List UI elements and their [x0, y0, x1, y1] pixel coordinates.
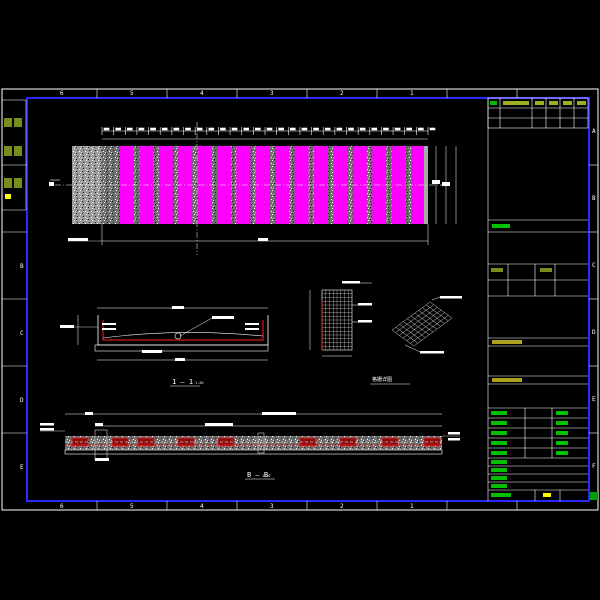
dim-text: [289, 127, 296, 131]
dim-text: [418, 127, 424, 131]
iso-line: [399, 307, 438, 336]
section-bb-scale: 1:20: [262, 474, 270, 478]
dim-text: [406, 127, 413, 131]
dim-text: [185, 127, 191, 131]
section-aa: 1 — 1 1:20: [60, 306, 269, 387]
grid-label-right: A: [592, 128, 596, 135]
plan-view: [49, 122, 457, 255]
dim-text: [266, 127, 273, 131]
iso-line: [406, 312, 445, 341]
grid-label-left: D: [20, 397, 24, 404]
stamp: [14, 178, 22, 188]
iso-line: [402, 309, 442, 339]
dim-text: [126, 127, 133, 131]
dim-text: [138, 127, 145, 131]
dim-text: [243, 127, 250, 131]
dim-text: [324, 127, 331, 131]
plan-bar: [275, 146, 290, 224]
dim-text: [348, 127, 354, 131]
grid-label-bottom: 1: [410, 503, 414, 510]
dim-text: [231, 127, 238, 131]
detail-mesh: 格栅详图: [309, 281, 462, 385]
top-dim-ticks: [101, 127, 436, 135]
stamp: [4, 118, 12, 127]
plan-bar: [333, 146, 348, 224]
dim-text: [173, 127, 180, 131]
grid-label-right: F: [592, 463, 596, 470]
dim-text: [359, 127, 366, 131]
plan-bar: [178, 146, 193, 224]
stamp: [4, 178, 12, 188]
dim-text: [301, 127, 308, 131]
left-stamp-strip: [1, 99, 27, 211]
dim-text: [161, 127, 168, 131]
stamp: [4, 146, 12, 156]
detail-mesh-title: 格栅详图: [372, 376, 392, 383]
plan-bar: [352, 146, 367, 224]
grid-label-bottom: 2: [340, 503, 344, 510]
grid-label-bottom: 6: [60, 503, 64, 510]
grid-label-top: 1: [410, 90, 414, 97]
grid-label-left: C: [20, 330, 24, 337]
grid-labels-right: A B C D E F: [592, 128, 596, 470]
dim-text: [196, 127, 203, 131]
grid-labels-top: 6 5 4 3 2 1: [60, 90, 414, 97]
dim-text: [371, 127, 378, 131]
dim-text: [150, 127, 156, 131]
dim-text: [313, 127, 319, 131]
dim-text: [115, 127, 121, 131]
grid-ticks: [2, 89, 598, 510]
dim-text: [429, 127, 436, 131]
dim-text: [336, 127, 343, 131]
section-bb: B — B 1:20: [40, 412, 460, 480]
grid-label-right: D: [592, 329, 596, 336]
title-block: [487, 97, 589, 501]
inner-border: [26, 97, 590, 502]
grid-label-right: E: [592, 396, 596, 403]
grid-label-bottom: 5: [130, 503, 134, 510]
dim-text: [220, 127, 226, 131]
stamp: [14, 118, 22, 127]
grid-labels-left: B C D E: [20, 263, 24, 471]
plan-bar: [197, 146, 212, 224]
dim-text: [278, 127, 284, 131]
stamp: [14, 146, 22, 156]
iso-line: [410, 315, 449, 344]
grid-label-bottom: 4: [200, 503, 204, 510]
grid-label-top: 2: [340, 90, 344, 97]
section-aa-title: 1 — 1: [172, 378, 193, 386]
dim-text: [394, 127, 401, 131]
grid-label-top: 5: [130, 90, 134, 97]
grid-label-right: C: [592, 262, 596, 269]
dim-text: [103, 127, 110, 131]
dim-text: [383, 127, 389, 131]
grid-label-top: 4: [200, 90, 204, 97]
grid-label-left: E: [20, 464, 24, 471]
section-bb-title: B — B: [247, 471, 268, 479]
title-block-labels: [490, 101, 598, 500]
mesh-isometric: [391, 301, 453, 347]
grid-label-top: 6: [60, 90, 64, 97]
outer-frame: [1, 88, 599, 511]
plan-bar: [255, 146, 270, 224]
section-aa-scale: 1:20: [195, 381, 203, 385]
grid-label-right: B: [592, 195, 596, 202]
dim-text: [255, 127, 261, 131]
dim-text: [208, 127, 215, 131]
grid-labels-bottom: 6 5 4 3 2 1: [60, 503, 414, 510]
grid-label-bottom: 3: [270, 503, 274, 510]
stamp: [5, 194, 11, 199]
iso-line: [395, 304, 434, 333]
grid-label-top: 3: [270, 90, 274, 97]
grid-label-left: B: [20, 263, 24, 270]
